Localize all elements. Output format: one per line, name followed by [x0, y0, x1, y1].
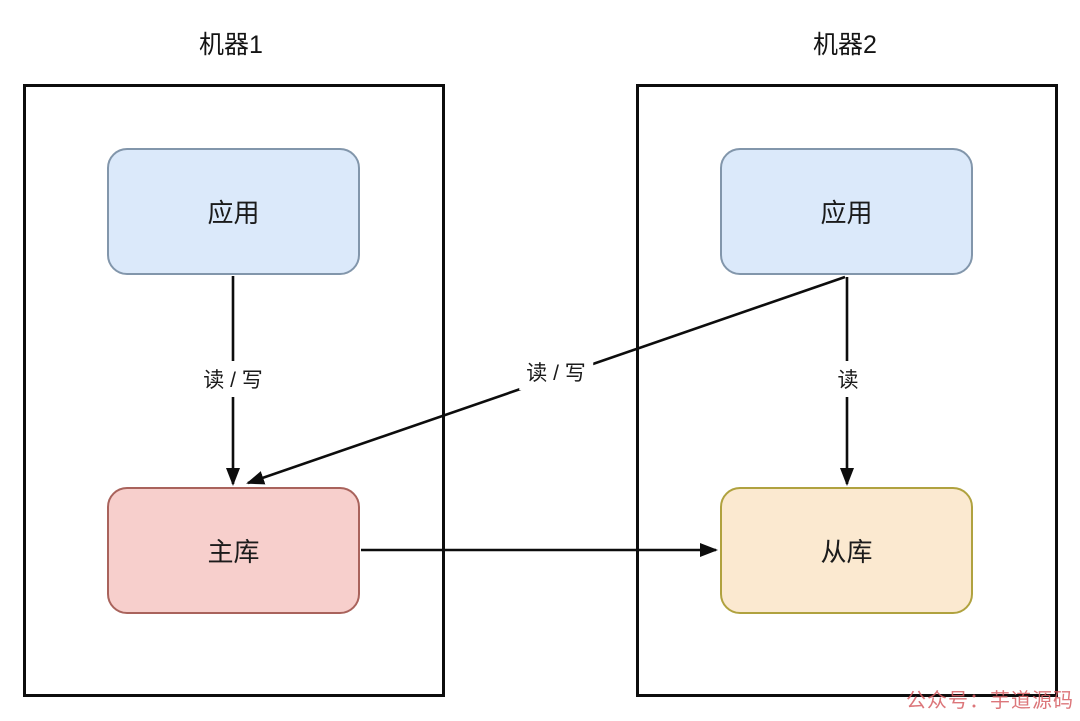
node-slave-db-label: 从库 [820, 537, 873, 567]
node-master-db-label: 主库 [207, 537, 260, 567]
edge-label-read-write-2: 读 / 写 [519, 354, 593, 390]
node-app-machine1-label: 应用 [207, 198, 260, 228]
edge-label-read-write-1: 读 / 写 [196, 361, 270, 397]
machine-1-title: 机器1 [199, 31, 263, 59]
watermark-text: 公众号：芋道源码 [906, 690, 1074, 712]
node-master-db: 主库 [107, 487, 360, 614]
edge-label-read: 读 [830, 361, 866, 397]
machine-2-title: 机器2 [813, 31, 877, 59]
node-app-machine2: 应用 [720, 148, 973, 275]
node-slave-db: 从库 [720, 487, 973, 614]
node-app-machine1: 应用 [107, 148, 360, 275]
node-app-machine2-label: 应用 [820, 198, 873, 228]
